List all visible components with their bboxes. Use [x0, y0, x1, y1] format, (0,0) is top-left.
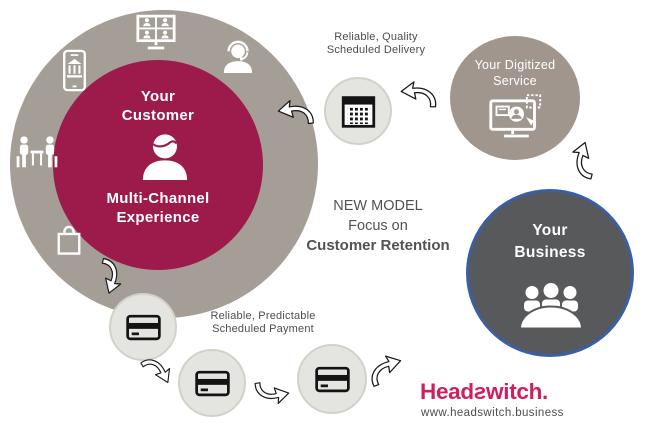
brand-suffix: witch. [486, 379, 549, 404]
support-headset-icon [223, 40, 253, 73]
delivery-label: Reliable, Quality Scheduled Delivery [306, 31, 446, 57]
payment-label: Reliable, Predictable Scheduled Payment [196, 310, 330, 336]
arrow-service-to-delivery-icon [400, 81, 437, 108]
arrow-payment3-to-business-icon [364, 351, 407, 387]
brand-logo: Headswitch. [420, 379, 548, 405]
calendar-icon [341, 96, 376, 128]
business-meeting-icon [518, 283, 584, 329]
brand-website: www.headswitch.business [421, 407, 564, 419]
arrow-business-to-service-icon [566, 139, 601, 180]
digitized-title-line1: Your Digitized [474, 58, 556, 72]
arrow-delivery-to-customer-icon [276, 98, 315, 127]
credit-card-icon [195, 370, 230, 397]
brand-prefix: Head [420, 379, 474, 404]
center-message-line1: NEW MODEL [333, 198, 423, 214]
credit-card-icon [126, 314, 161, 341]
payment-label-line1: Reliable, Predictable [210, 310, 316, 322]
customer-person-icon [142, 134, 188, 181]
delivery-label-line1: Reliable, Quality [334, 31, 418, 43]
mobile-banking-icon [63, 49, 86, 92]
payment-label-line2: Scheduled Payment [212, 323, 314, 335]
shopping-bag-icon [57, 225, 81, 255]
customer-subtitle-line1: Multi-Channel [106, 190, 210, 207]
digitized-title-line2: Service [493, 74, 537, 88]
brand-stylized-s: s [473, 379, 487, 404]
business-title-line2: Business [514, 244, 586, 261]
business-title-line1: Your [532, 222, 568, 239]
credit-card-icon [315, 366, 350, 393]
arrow-payment2-to-payment3-icon [254, 378, 291, 407]
center-message-line3: Customer Retention [306, 237, 450, 254]
digitized-service-circle [450, 36, 580, 160]
digitized-service-monitor-icon [489, 94, 542, 138]
video-call-icon [136, 14, 176, 50]
customer-subtitle-line2: Experience [116, 209, 200, 226]
delivery-label-line2: Scheduled Delivery [326, 44, 426, 56]
meeting-table-icon [16, 136, 58, 168]
business-circle [466, 189, 634, 357]
customer-title-line2: Customer [121, 107, 195, 124]
center-message-line2: Focus on [348, 218, 408, 234]
customer-title-line1: Your [140, 88, 176, 105]
center-message: NEW MODEL Focus on Customer Retention [283, 196, 473, 256]
